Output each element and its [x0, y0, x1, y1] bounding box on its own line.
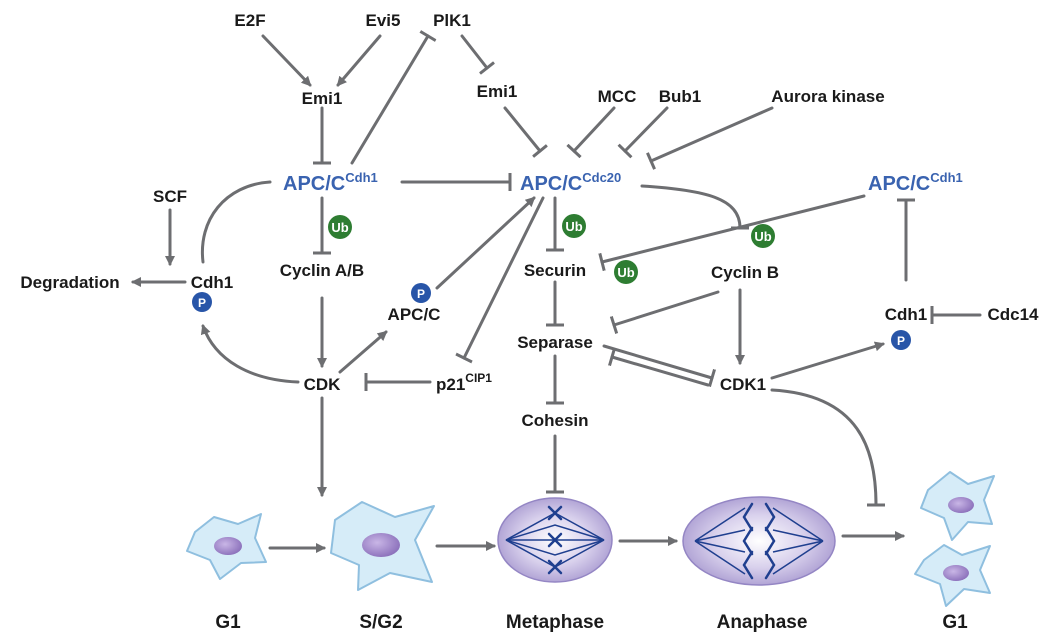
edge-aurora-apc-cdc20	[646, 106, 774, 170]
node-apc-c-cdh1-left: APC/CCdh1	[283, 170, 378, 195]
ub-badge-securin-top: Ub	[562, 214, 586, 238]
apc-mid-sup: Cdc20	[582, 170, 621, 185]
apc-right-base: APC/C	[868, 173, 930, 195]
cell-sg2	[330, 501, 435, 591]
edge-emi1-apc-cdc20	[503, 106, 548, 158]
ub-label: Ub	[331, 220, 348, 235]
node-scf: SCF	[153, 187, 187, 206]
node-labels: E2F Evi5 PlK1 Emi1 Emi1 MCC Bub1 Aurora …	[20, 11, 1039, 430]
node-securin: Securin	[524, 261, 586, 280]
stage-g1-left: G1	[215, 612, 241, 633]
node-apc-c-cdh1-right: APC/CCdh1	[868, 170, 963, 195]
stage-g1-right: G1	[942, 612, 968, 633]
cell-metaphase	[497, 497, 613, 583]
node-emi1-mid: Emi1	[477, 82, 518, 101]
node-cdh1-left: Cdh1	[191, 273, 234, 292]
node-separase: Separase	[517, 333, 593, 352]
node-cdk1: CDK1	[720, 375, 766, 394]
node-emi1-left: Emi1	[302, 89, 343, 108]
stage-anaphase: Anaphase	[717, 612, 808, 633]
node-plk1: PlK1	[433, 11, 471, 30]
p-label: P	[897, 334, 905, 348]
edge-separase-cdk1-a	[602, 344, 716, 388]
edge-cyclinb-separase	[609, 290, 720, 335]
edge-plk1-emi1	[460, 34, 496, 75]
edges	[131, 30, 982, 553]
edge-apcc-apc-cdc20	[435, 196, 536, 290]
apc-left-sup: Cdh1	[345, 170, 378, 185]
ub-label: Ub	[565, 219, 582, 234]
edge-cdk1-cdh1-right	[770, 341, 885, 380]
ub-badge-cyclin-b: Ub	[751, 224, 775, 248]
ub-label: Ub	[754, 229, 771, 244]
apc-mid-base: APC/C	[520, 173, 582, 195]
ub-label: Ub	[617, 265, 634, 280]
node-cdk: CDK	[304, 375, 342, 394]
p-badge-apcc: P	[411, 283, 431, 303]
node-cyclin-ab: Cyclin A/B	[280, 261, 364, 280]
ub-badge-cyclin-ab: Ub	[328, 215, 352, 239]
node-cyclin-b: Cyclin B	[711, 263, 779, 282]
p-badge-cdh1-right: P	[891, 330, 911, 350]
cell-g1-right-top	[920, 471, 995, 541]
cell-g1-left	[186, 513, 267, 580]
ub-badge-securin-right: Ub	[614, 260, 638, 284]
cell-anaphase	[682, 496, 836, 586]
edge-cdk1-g1	[770, 388, 886, 507]
p21-base: p21	[436, 375, 465, 394]
edge-cdk1-separase-b	[608, 347, 710, 387]
node-e2f: E2F	[234, 11, 265, 30]
node-cdc14: Cdc14	[987, 305, 1039, 324]
node-aurora-kinase: Aurora kinase	[771, 87, 884, 106]
node-degradation: Degradation	[20, 273, 119, 292]
edge-p21-apc-cdc20	[455, 196, 545, 364]
edge-cdk-cdh1-curve	[200, 324, 300, 384]
apc-right-sup: Cdh1	[930, 170, 963, 185]
edge-mcc-apc-cdc20	[566, 106, 616, 159]
node-cohesin: Cohesin	[521, 411, 588, 430]
edge-cdh1-loop-to-apc	[200, 180, 272, 264]
edge-evi5-emi1	[336, 34, 382, 87]
p-badge-cdh1-left: P	[192, 292, 212, 312]
edge-apc-cdc20-cyclinb	[640, 184, 750, 230]
node-p21: p21CIP1	[436, 371, 492, 394]
stage-metaphase: Metaphase	[506, 612, 604, 633]
apc-left-base: APC/C	[283, 173, 345, 195]
node-mcc: MCC	[598, 87, 637, 106]
cell-g1-right-bottom	[914, 544, 991, 607]
node-cdh1-right: Cdh1	[885, 305, 928, 324]
p-label: P	[417, 287, 425, 301]
node-bub1: Bub1	[659, 87, 702, 106]
stage-s-g2: S/G2	[359, 612, 402, 633]
p-label: P	[198, 296, 206, 310]
p21-sup: CIP1	[465, 371, 492, 385]
node-apc-c-cdc20: APC/CCdc20	[520, 170, 621, 195]
edge-apc-cdh1-right-securin	[598, 194, 866, 272]
edge-e2f-emi1	[261, 34, 312, 87]
badges: Ub Ub Ub Ub P P P	[192, 214, 911, 350]
node-evi5: Evi5	[366, 11, 401, 30]
node-apcc-p: APC/C	[388, 305, 441, 324]
edge-apc-cdh1-plk1	[350, 30, 437, 165]
edge-cdk-apcc	[338, 330, 388, 374]
edge-bub1-apc-cdc20	[617, 106, 669, 159]
stage-labels: G1 S/G2 Metaphase Anaphase G1	[215, 612, 968, 633]
